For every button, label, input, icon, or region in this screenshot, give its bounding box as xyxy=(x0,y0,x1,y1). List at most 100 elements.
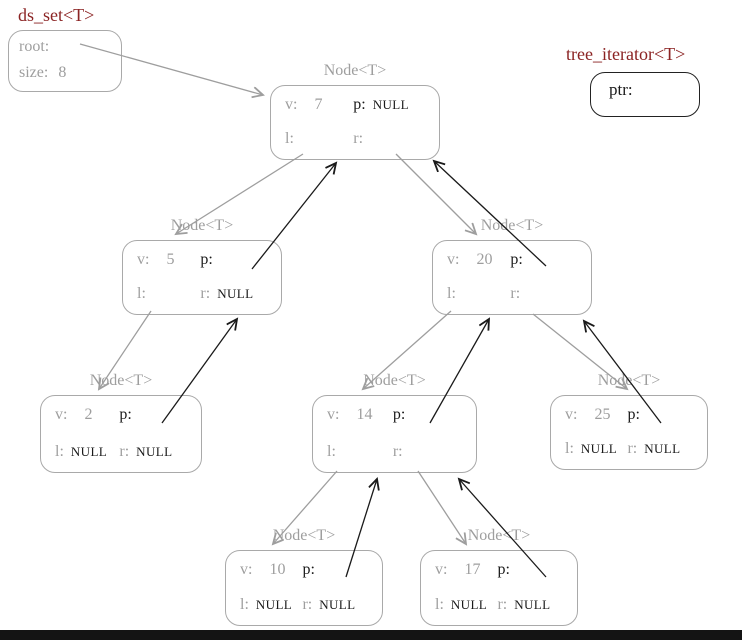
right-label: r: xyxy=(497,596,508,613)
node-row-value-parent: v: 7 p:NULL xyxy=(285,96,425,114)
ds-set-box: root: size: 8 xyxy=(8,30,122,92)
left-field: l:NULL xyxy=(240,596,302,614)
tree-iterator-title: tree_iterator<T> xyxy=(566,44,686,64)
right-field: r: NULL xyxy=(627,440,693,458)
node-box: v: 17 p: l: NULL r: NULL xyxy=(420,550,578,626)
left-label: l: xyxy=(137,285,146,302)
node-box: v: 7 p:NULL l: r: xyxy=(270,85,440,160)
right-value: NULL xyxy=(217,286,254,301)
tree-node-7: Node<T> v: 7 p:NULL l: r: xyxy=(270,62,440,160)
left-field: l: NULL xyxy=(435,596,497,614)
node-box: v: 10 p: l:NULL r: NULL xyxy=(225,550,383,626)
node-type-label: Node<T> xyxy=(272,527,336,544)
right-field: r: NULL xyxy=(497,596,563,614)
tree-node-25: Node<T> v:25 p: l:NULL r: NULL xyxy=(550,372,708,470)
value-field: v:2 xyxy=(55,406,119,424)
right-field: r: NULL xyxy=(302,596,368,614)
node-type-label: Node<T> xyxy=(597,372,661,389)
left-value: NULL xyxy=(70,444,108,459)
parent-label: p: xyxy=(302,561,315,578)
left-field: l: xyxy=(285,130,353,148)
left-field: l: xyxy=(447,285,510,303)
parent-field: p: xyxy=(302,561,368,579)
ds-set-title: ds_set<T> xyxy=(18,5,95,25)
value: 10 xyxy=(269,561,286,578)
root-field: root: xyxy=(19,38,111,56)
right-label: r: xyxy=(119,443,130,460)
right-label: r: xyxy=(627,440,638,457)
ptr-label: ptr: xyxy=(609,80,633,99)
size-label: size: xyxy=(19,64,49,81)
value-field: v:25 xyxy=(565,406,627,424)
value-field: v: 17 xyxy=(435,561,497,579)
node-row-children: l:NULL r: NULL xyxy=(565,440,693,458)
node-row-children: l: r: xyxy=(447,285,577,303)
node-type-label: Node<T> xyxy=(467,527,531,544)
tree-node-5: Node<T> v:5 p: l: r:NULL xyxy=(122,217,282,315)
right-value: NULL xyxy=(644,441,681,456)
tree-node-17: Node<T> v: 17 p: l: NULL r: NULL xyxy=(420,527,578,626)
value: 17 xyxy=(464,561,481,578)
parent-field: p:NULL xyxy=(353,96,425,114)
parent-field: p: xyxy=(119,406,187,424)
left-label: l: xyxy=(285,130,294,147)
parent-field: p: xyxy=(393,406,462,424)
right-value: NULL xyxy=(319,597,356,612)
value-label: v: xyxy=(565,406,578,423)
left-field: l: NULL xyxy=(55,443,119,461)
node-box: v:20 p: l: r: xyxy=(432,240,592,315)
left-field: l: xyxy=(327,443,393,461)
value-label: v: xyxy=(240,561,253,578)
value: 7 xyxy=(314,96,323,113)
node-row-children: l: NULL r: NULL xyxy=(435,596,563,614)
tree-node-14: Node<T> v:14 p: l: r: xyxy=(312,372,477,473)
right-field: r: xyxy=(393,443,462,461)
value-field: v:5 xyxy=(137,251,200,269)
node-row-children: l:NULL r: NULL xyxy=(240,596,368,614)
value-field: v:20 xyxy=(447,251,510,269)
left-label: l: xyxy=(565,440,574,457)
iterator-box: ptr: xyxy=(590,72,700,117)
right-value: NULL xyxy=(514,597,551,612)
node-row-value-parent: v:14 p: xyxy=(327,406,462,424)
node-row-children: l: NULL r: NULL xyxy=(55,443,187,461)
node-type-label: Node<T> xyxy=(363,372,426,389)
value-label: v: xyxy=(447,251,460,268)
left-value: NULL xyxy=(450,597,488,612)
value-field: v: 7 xyxy=(285,96,353,114)
value-field: v:14 xyxy=(327,406,393,424)
parent-field: p: xyxy=(200,251,267,269)
right-label: r: xyxy=(302,596,313,613)
right-field: r: NULL xyxy=(119,443,187,461)
size-field: size: 8 xyxy=(19,64,111,82)
left-label: l: xyxy=(435,596,444,613)
left-label: l: xyxy=(447,285,456,302)
parent-label: p: xyxy=(627,406,640,423)
size-value: 8 xyxy=(58,64,67,81)
parent-label: p: xyxy=(510,251,523,268)
tree-node-20: Node<T> v:20 p: l: r: xyxy=(432,217,592,315)
node-row-value-parent: v: 10 p: xyxy=(240,561,368,579)
node-type-label: Node<T> xyxy=(323,62,387,79)
value-label: v: xyxy=(285,96,298,113)
value: 5 xyxy=(166,251,175,268)
right-field: r: xyxy=(510,285,577,303)
node-row-value-parent: v:2 p: xyxy=(55,406,187,424)
root-label: root: xyxy=(19,38,50,55)
parent-label: p: xyxy=(353,96,366,113)
right-value: NULL xyxy=(136,444,173,459)
parent-field: p: xyxy=(497,561,563,579)
node-row-value-parent: v:25 p: xyxy=(565,406,693,424)
node-row-children: l: r:NULL xyxy=(137,285,267,303)
value: 14 xyxy=(356,406,373,423)
right-label: r: xyxy=(353,130,364,147)
left-field: l:NULL xyxy=(565,440,627,458)
node-box: v:2 p: l: NULL r: NULL xyxy=(40,395,202,473)
right-field: r:NULL xyxy=(200,285,267,303)
value-label: v: xyxy=(435,561,448,578)
value: 2 xyxy=(84,406,93,423)
value-field: v: 10 xyxy=(240,561,302,579)
left-label: l: xyxy=(327,443,336,460)
left-label: l: xyxy=(55,443,64,460)
